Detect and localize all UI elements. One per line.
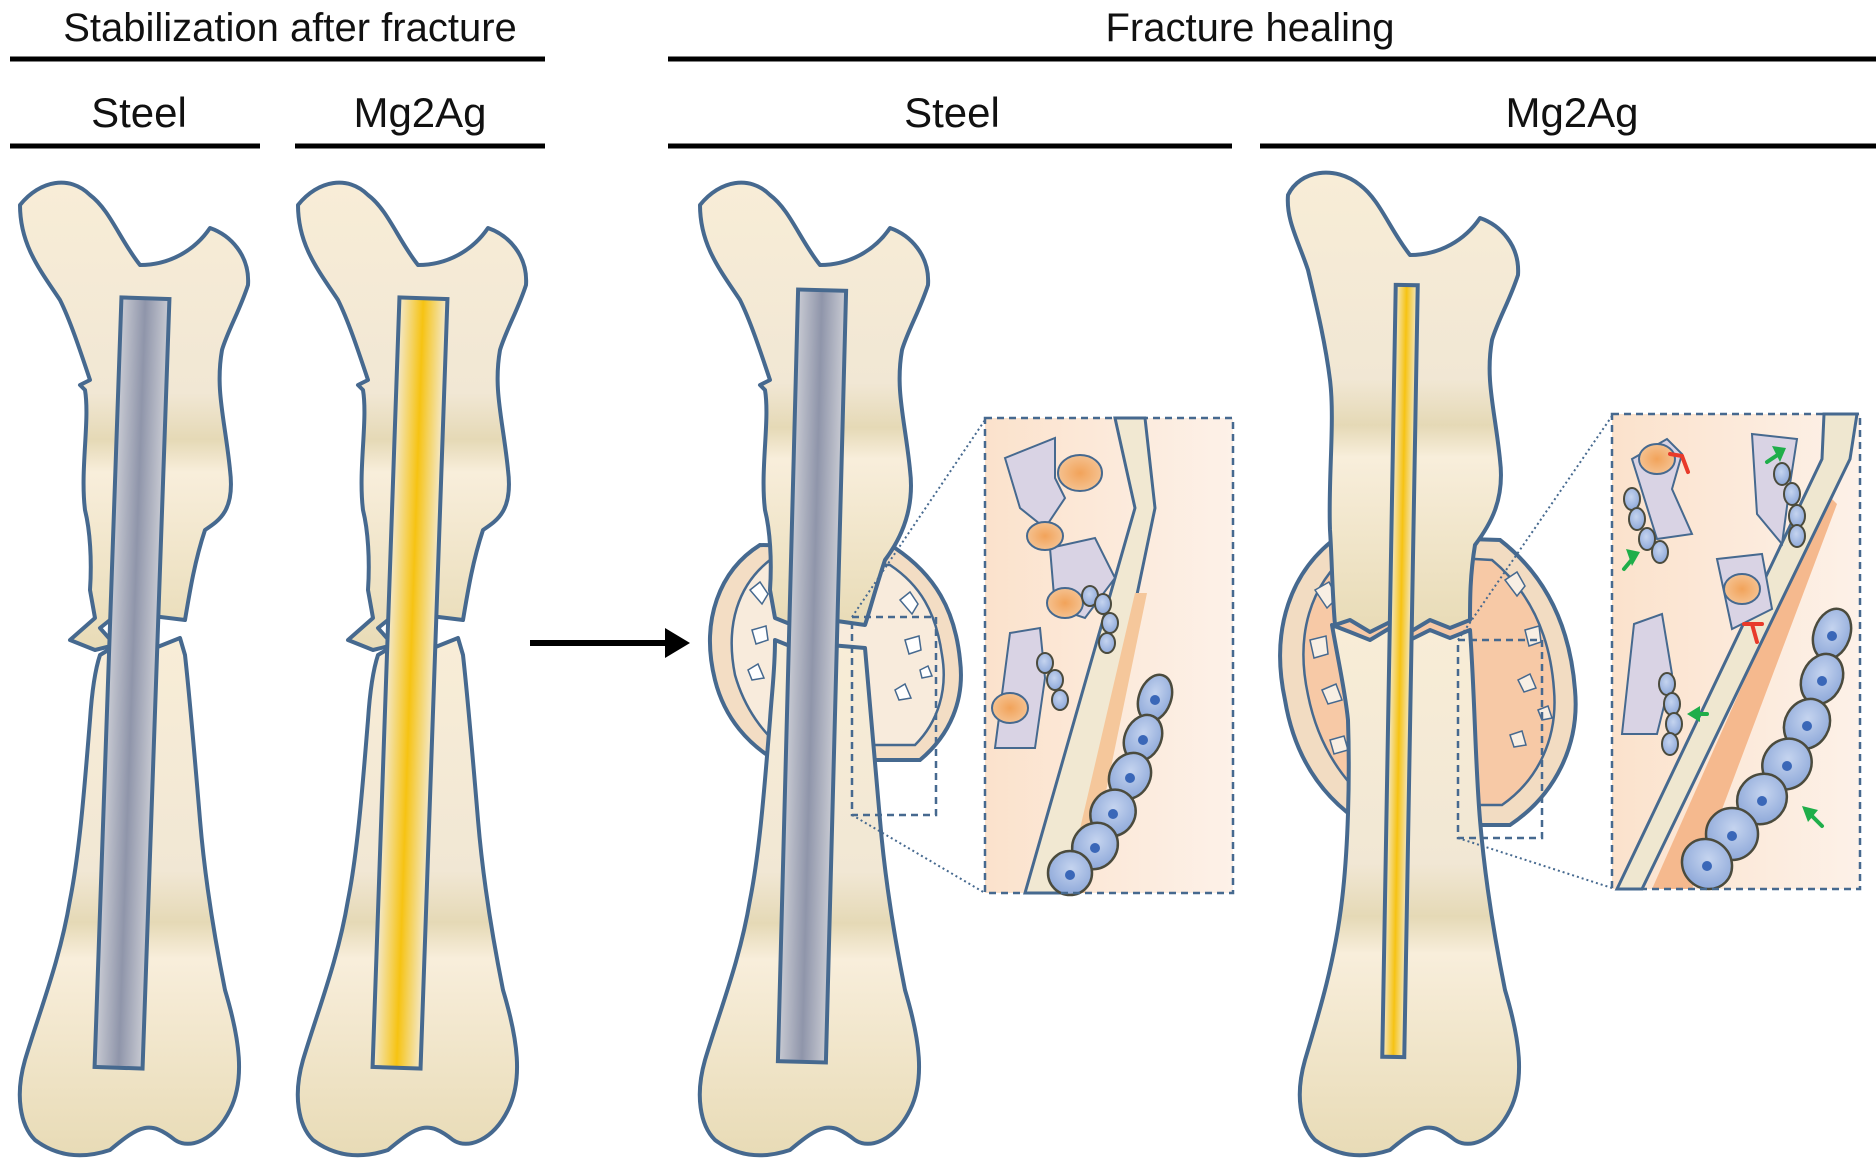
bone-mg2ag-stabilization	[298, 183, 526, 1156]
inset-mg2ag	[1612, 414, 1860, 899]
bone-steel-healing	[700, 183, 961, 1156]
inset-steel	[985, 418, 1233, 904]
bone-mg2ag-healing	[1280, 173, 1576, 1156]
header-lines	[10, 59, 1876, 146]
arrow-right-icon	[530, 628, 690, 658]
bone-steel-stabilization	[20, 183, 248, 1156]
